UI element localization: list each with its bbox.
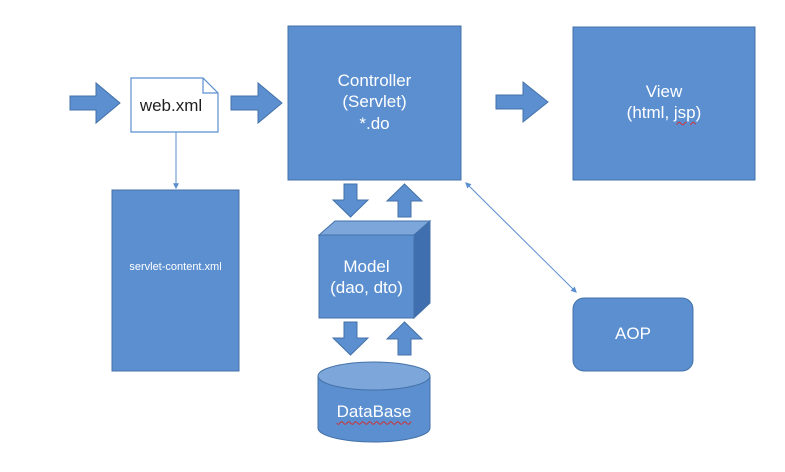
model-label: Model (dao, dto) bbox=[319, 255, 414, 299]
aop-box bbox=[572, 297, 694, 372]
view-subtitle-pre: (html, bbox=[626, 103, 674, 122]
model-cube-top bbox=[317, 220, 432, 236]
aop-label: AOP bbox=[573, 322, 693, 346]
model-title: Model bbox=[343, 256, 390, 276]
database-to-model-up-arrow bbox=[385, 321, 424, 356]
web-xml-file-shape bbox=[130, 77, 219, 133]
controller-to-model-down-arrow bbox=[331, 183, 370, 218]
view-subtitle-post: ) bbox=[695, 103, 702, 122]
web-xml-file-fold bbox=[202, 78, 218, 94]
web-xml-label: web.xml bbox=[131, 84, 211, 128]
model-to-controller-up-arrow bbox=[385, 183, 424, 218]
controller-label: Controller (Servlet) *.do bbox=[288, 70, 461, 134]
controller-subtitle: (Servlet) bbox=[342, 92, 407, 112]
view-box bbox=[572, 26, 756, 181]
model-subtitle: (dao, dto) bbox=[330, 278, 403, 297]
database-cylinder-body bbox=[317, 375, 431, 443]
database-text: DataBase bbox=[336, 402, 412, 422]
view-subtitle-jsp: jsp bbox=[673, 103, 696, 122]
servlet-content-box bbox=[111, 189, 240, 372]
controller-title: Controller bbox=[337, 71, 412, 91]
model-cube-side bbox=[413, 219, 431, 320]
controller-aop-connector bbox=[465, 182, 577, 293]
aop-text: AOP bbox=[615, 324, 651, 344]
servlet-content-text: servlet-content.xml bbox=[129, 261, 222, 274]
view-subtitle: (html, jsp) bbox=[627, 102, 702, 123]
database-label: DataBase bbox=[318, 400, 430, 424]
model-cube-front bbox=[318, 234, 415, 319]
controller-pattern: *.do bbox=[359, 113, 390, 133]
servlet-content-label: servlet-content.xml bbox=[112, 258, 239, 278]
view-label: View (html, jsp) bbox=[573, 80, 755, 124]
web-xml-text: web.xml bbox=[139, 96, 203, 115]
webxml-to-controller-arrow bbox=[230, 81, 283, 125]
database-cylinder-top bbox=[317, 361, 431, 391]
controller-box bbox=[287, 25, 462, 181]
view-title: View bbox=[645, 81, 683, 101]
controller-to-view-arrow bbox=[495, 80, 549, 124]
model-to-database-down-arrow bbox=[331, 321, 370, 356]
entry-arrow bbox=[69, 81, 121, 125]
